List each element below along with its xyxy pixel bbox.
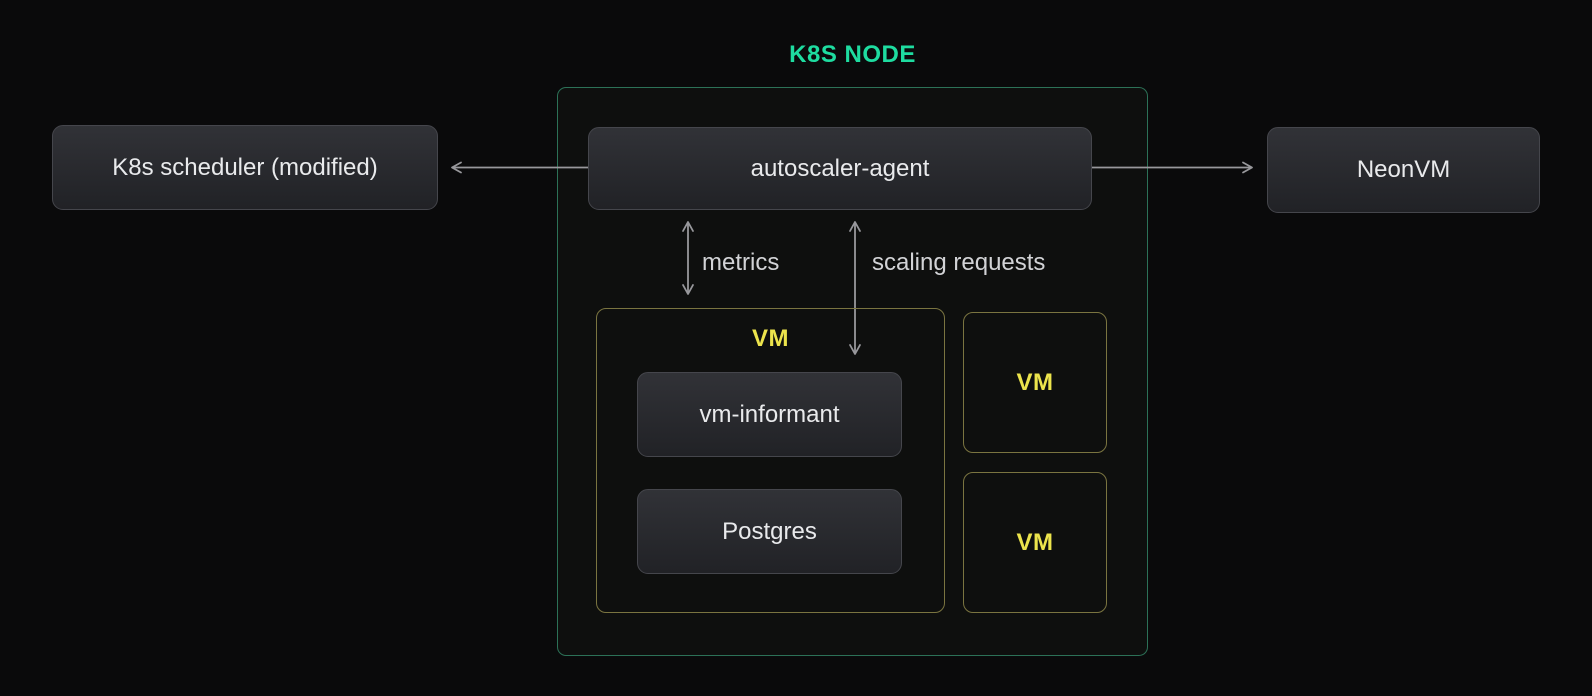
vm-informant-label: vm-informant bbox=[699, 400, 840, 428]
k8s-node-title: K8S NODE bbox=[789, 41, 916, 68]
vm-small-bottom-label: VM bbox=[1016, 528, 1054, 556]
scheduler-label: K8s scheduler (modified) bbox=[112, 153, 378, 181]
vm-main-container: VM bbox=[596, 308, 945, 613]
neonvm-box: NeonVM bbox=[1267, 127, 1540, 213]
vm-small-bottom-container: VM bbox=[963, 472, 1107, 613]
vm-informant-box: vm-informant bbox=[637, 372, 902, 457]
scheduler-box: K8s scheduler (modified) bbox=[52, 125, 438, 210]
metrics-edge-label: metrics bbox=[702, 249, 780, 276]
scaling-requests-edge-label: scaling requests bbox=[872, 249, 1046, 276]
vm-small-top-label: VM bbox=[1016, 368, 1054, 396]
autoscaler-agent-label: autoscaler-agent bbox=[750, 154, 930, 182]
vm-main-label: VM bbox=[752, 325, 789, 352]
neonvm-label: NeonVM bbox=[1356, 156, 1451, 183]
postgres-box: Postgres bbox=[637, 489, 902, 574]
autoscaler-agent-box: autoscaler-agent bbox=[588, 127, 1092, 210]
postgres-label: Postgres bbox=[722, 517, 817, 545]
vm-small-top-container: VM bbox=[963, 312, 1107, 453]
